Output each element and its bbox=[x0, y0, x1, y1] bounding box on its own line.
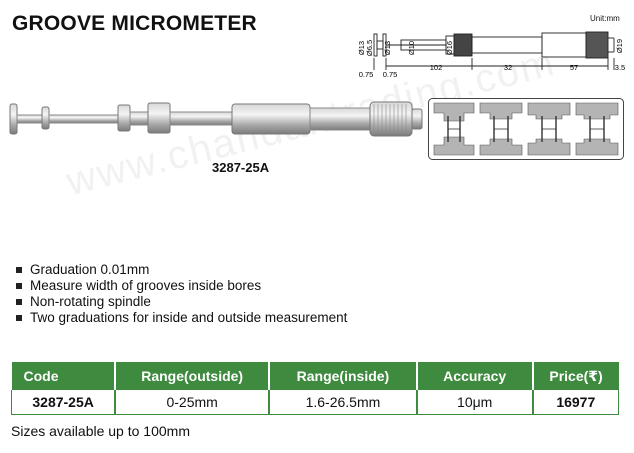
dim-d13a: Ø13 bbox=[357, 41, 366, 55]
cell-range-outside: 0-25mm bbox=[115, 390, 271, 415]
groove-illustration bbox=[428, 98, 624, 160]
unit-label: Unit:mm bbox=[590, 14, 620, 23]
header-price: Price(₹) bbox=[532, 362, 619, 390]
dim-d65: Ø6.5 bbox=[365, 40, 374, 56]
dim-l32: 32 bbox=[504, 63, 512, 72]
cell-price: 16977 bbox=[532, 390, 619, 415]
dim-l102: 102 bbox=[430, 63, 443, 72]
micrometer-photo bbox=[9, 101, 423, 137]
cell-code: 3287-25A bbox=[11, 390, 117, 415]
feature-item: Non-rotating spindle bbox=[14, 294, 347, 310]
dim-d16: Ø16 bbox=[445, 41, 454, 55]
header-range-outside: Range(outside) bbox=[115, 362, 271, 390]
dim-l075a: 0.75 bbox=[359, 70, 374, 79]
header-code: Code bbox=[11, 362, 117, 390]
dim-l35: 3.5 bbox=[615, 63, 625, 72]
dim-d13b: Ø13 bbox=[383, 41, 392, 55]
feature-item: Measure width of grooves inside bores bbox=[14, 278, 347, 294]
table-header-row: Code Range(outside) Range(inside) Accura… bbox=[11, 362, 619, 390]
header-range-inside: Range(inside) bbox=[269, 362, 418, 390]
dimension-drawing: Ø13 Ø6.5 Ø13 Ø10 Ø16 Ø19 0.75 0.75 102 3… bbox=[357, 31, 625, 79]
feature-item: Graduation 0.01mm bbox=[14, 262, 347, 278]
dim-d19: Ø19 bbox=[615, 39, 624, 53]
cell-accuracy: 10μm bbox=[416, 390, 534, 415]
feature-list: Graduation 0.01mm Measure width of groov… bbox=[14, 262, 347, 326]
dim-l57: 57 bbox=[570, 63, 578, 72]
dim-d10: Ø10 bbox=[407, 41, 416, 55]
model-number: 3287-25A bbox=[212, 160, 270, 175]
page-title: GROOVE MICROMETER bbox=[12, 12, 257, 35]
sizes-note: Sizes available up to 100mm bbox=[11, 423, 190, 439]
cell-range-inside: 1.6-26.5mm bbox=[269, 390, 418, 415]
dim-l075b: 0.75 bbox=[383, 70, 398, 79]
header-accuracy: Accuracy bbox=[416, 362, 534, 390]
spec-table: Code Range(outside) Range(inside) Accura… bbox=[11, 362, 619, 415]
table-row: 3287-25A 0-25mm 1.6-26.5mm 10μm 16977 bbox=[11, 390, 619, 415]
feature-item: Two graduations for inside and outside m… bbox=[14, 310, 347, 326]
